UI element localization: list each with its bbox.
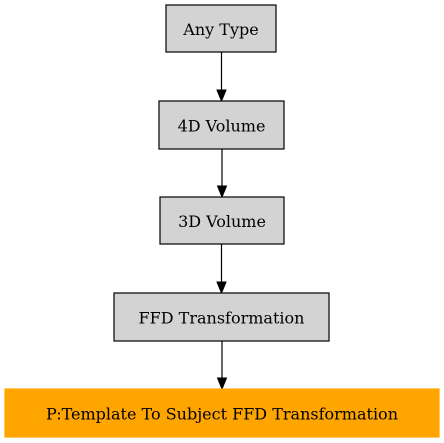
node-ffd-transformation: FFD Transformation [113, 292, 330, 342]
node-box [158, 100, 285, 150]
edges-layer [216, 52, 228, 391]
edge-3d-volume-to-ffd-transformation [216, 244, 227, 295]
node-label: FFD Transformation [139, 309, 305, 328]
node-template-to-subject: P:Template To Subject FFD Transformation [4, 388, 440, 438]
node-label: Any Type [182, 20, 258, 39]
edge-ffd-transformation-to-template-to-subject [216, 341, 228, 391]
node-box [4, 388, 440, 438]
node-box [165, 4, 277, 53]
node-any-type: Any Type [165, 4, 277, 53]
node-label: 4D Volume [178, 117, 266, 136]
node-label: P:Template To Subject FFD Transformation [46, 405, 398, 424]
node-box [113, 292, 330, 342]
arrowhead-icon [216, 185, 228, 199]
arrowhead-icon [216, 89, 227, 103]
arrowhead-icon [216, 281, 227, 295]
node-box [159, 196, 285, 245]
node-4d-volume: 4D Volume [158, 100, 285, 150]
edge-4d-volume-to-3d-volume [216, 149, 228, 199]
node-3d-volume: 3D Volume [159, 196, 285, 245]
arrowhead-icon [216, 377, 228, 391]
edge-any-type-to-4d-volume [216, 52, 227, 103]
node-label: 3D Volume [178, 212, 266, 231]
